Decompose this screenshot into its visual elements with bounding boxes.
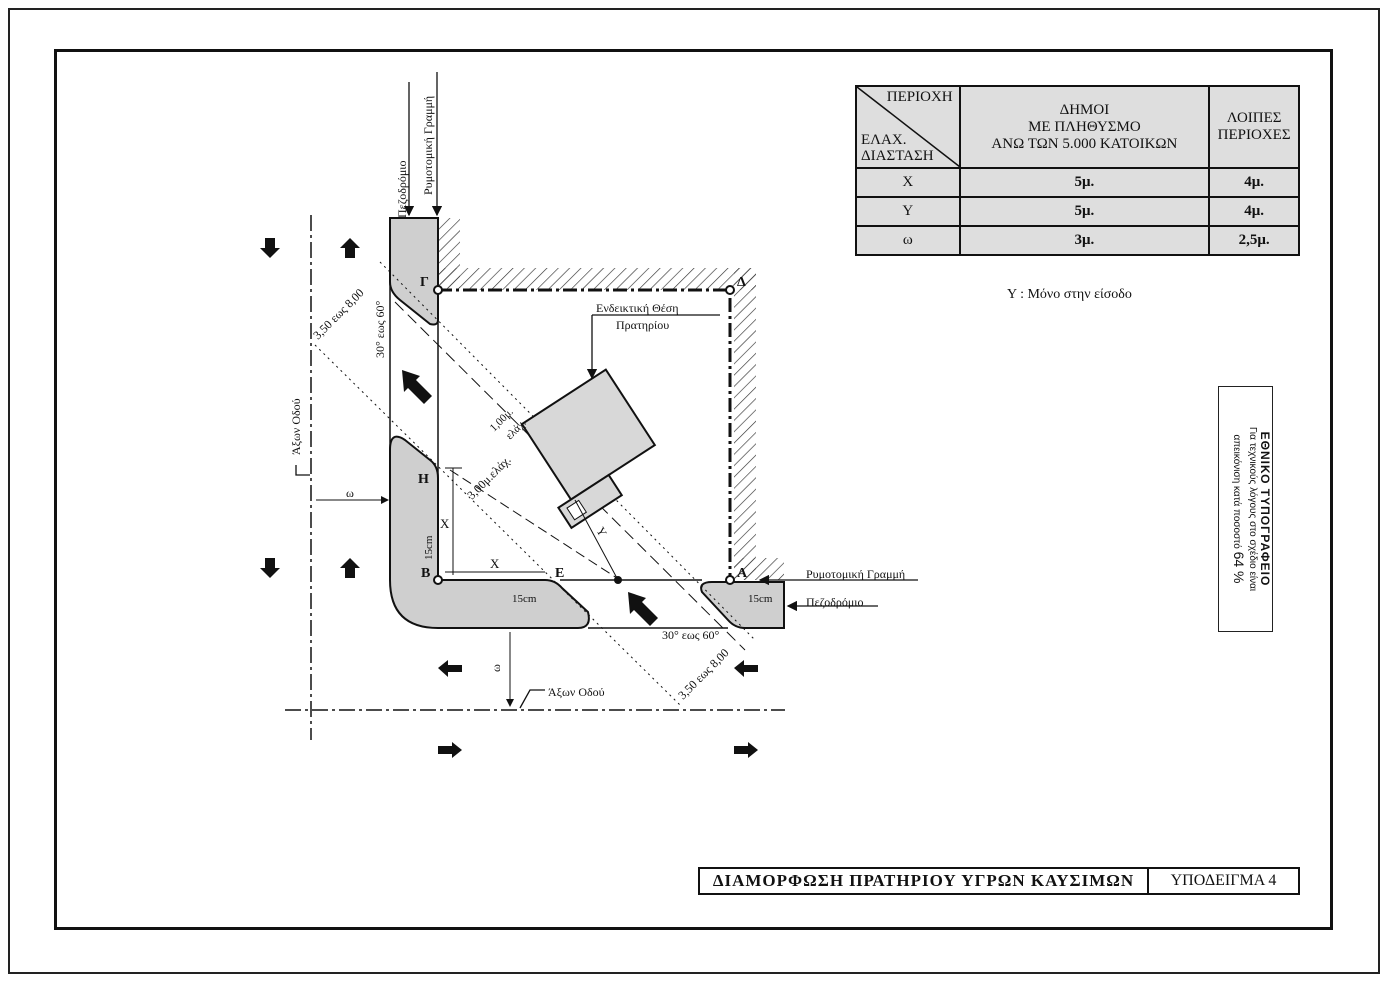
arrow-down-icon [260,238,280,258]
y-dim-line [574,499,619,581]
point-g-marker [433,285,443,295]
arrow-down-icon [260,558,280,578]
drawing-frame [54,49,1333,930]
stamp-line3-text: απεικόνιση κατά ποσοστό [1230,434,1242,549]
angle-top-label: 30° εως 60° [373,301,387,358]
row-mid-value: 5μ. [958,167,1211,198]
arrow-right-icon [438,742,462,758]
station-label-line1: Ενδεικτική Θέση [596,301,679,315]
dim-15cm-vertical: 15cm [423,535,435,560]
row-mid-value: 3μ. [958,225,1211,256]
drawing-title: ΔΙΑΜΟΡΦΩΣΗ ΠΡΑΤΗΡΙΟΥ ΥΓΡΩΝ ΚΑΥΣΙΜΩΝ [700,869,1149,893]
corner-bottom-line1: ΕΛΑΧ. [861,132,907,148]
row-label: ω [855,225,961,256]
col-right-line2: ΠΕΡΙΟΧΕΣ [1217,127,1291,143]
x-vertical-label: Χ [440,516,450,531]
omega-horizontal-label: ω [346,486,354,500]
hatch-top [438,268,756,290]
corner-bottom-label: ΕΛΑΧ. ΔΙΑΣΤΑΣΗ [861,132,934,164]
printing-stamp: ΕΘΝΙΚΟ ΤΥΠΟΓΡΑΦΕΙΟ Για τεχνικούς λόγους … [1218,386,1273,632]
col-header-right: ΛΟΙΠΕΣ ΠΕΡΙΟΧΕΣ [1208,85,1300,169]
row-mid-value: 5μ. [958,196,1211,227]
width-top-label: 3,50 εως 8,00 [310,286,366,342]
point-d-marker [725,285,735,295]
dashed-diagonal-2 [449,469,621,581]
rymotomiki-horizontal-label: Ρυμοτομική Γραμμή [806,567,905,581]
point-e-label: Ε [555,566,564,581]
col-header-mid: ΔΗΜΟΙ ΜΕ ΠΛΗΘΥΣΜΟ ΑΝΩ ΤΩΝ 5.000 ΚΑΤΟΙΚΩΝ [958,85,1211,169]
col-mid-line1: ΔΗΜΟΙ [1059,101,1110,118]
hatch-right [734,268,756,580]
axon-leader-v [295,465,310,476]
hatch-bottom-right [734,558,784,580]
table-row: Χ 5μ. 4μ. [855,167,1300,198]
dimension-table: ΠΕΡΙΟΧΗ ΕΛΑΧ. ΔΙΑΣΤΑΣΗ ΔΗΜΟΙ ΜΕ ΠΛΗΘΥΣΜΟ… [855,85,1300,256]
row-right-value: 4μ. [1208,196,1300,227]
station-building [520,368,657,530]
y-note: Υ : Μόνο στην είσοδο [1007,287,1132,302]
axon-leader-h [519,689,545,709]
dim-15cm-right: 15cm [748,593,773,605]
station-label-line2: Πρατηρίου [616,318,669,332]
point-d-label: Δ [737,275,746,290]
sheet-label: ΥΠΟΔΕΙΓΜΑ 4 [1170,872,1277,889]
axon-odou-horizontal-label: Άξων Οδού [548,685,605,699]
stamp-line2: Για τεχνικούς λόγους στο σχέδιο είναι [1246,426,1258,592]
island-right [700,581,785,629]
row-label: Χ [855,167,961,198]
arrow-diagonal-entry-icon [628,592,658,626]
omega-vertical-label: ω [489,664,503,672]
corner-top-label: ΠΕΡΙΟΧΗ [886,89,953,105]
dim-15cm-bottom: 15cm [512,593,537,605]
pezodromio-vertical-label: Πεζοδρόμιο [395,160,409,218]
col-mid-line3: ΑΝΩ ΤΩΝ 5.000 ΚΑΤΟΙΚΩΝ [991,135,1178,152]
table-row: ω 3μ. 2,5μ. [855,225,1300,256]
col-right-line1: ΛΟΙΠΕΣ [1226,110,1282,126]
angle-bottom-label: 30° εως 60° [662,628,719,642]
axon-odou-vertical-label: Άξων Οδού [289,398,303,455]
row-right-value: 2,5μ. [1208,225,1300,256]
table-row: Υ 5μ. 4μ. [855,196,1300,227]
width-bottom-label: 3,50 εως 8,00 [675,646,731,702]
dotted-diagonal-outer [314,344,681,706]
table-corner-cell: ΠΕΡΙΟΧΗ ΕΛΑΧ. ΔΙΑΣΤΑΣΗ [855,85,961,169]
arrow-left-icon [734,660,758,677]
point-a-marker [725,575,735,585]
arrow-diagonal-exit-icon [402,370,432,404]
row-label: Υ [855,196,961,227]
stamp-percent: 64 % [1230,551,1247,584]
stamp-line1: ΕΘΝΙΚΟ ΤΥΠΟΓΡΑΦΕΙΟ [1257,431,1272,587]
island-top [389,217,439,326]
y-label: Υ [593,525,610,540]
stamp-line3: απεικόνιση κατά ποσοστό 64 % [1231,388,1247,630]
arrow-left-icon [438,660,462,677]
dashed-diagonal [394,301,746,651]
arrow-right-icon [734,742,758,758]
title-block: ΔΙΑΜΟΡΦΩΣΗ ΠΡΑΤΗΡΙΟΥ ΥΓΡΩΝ ΚΑΥΣΙΜΩΝ ΥΠΟΔ… [698,867,1300,895]
arrow-up-icon [340,238,360,258]
outer-frame [8,8,1380,974]
arrow-up-icon [340,558,360,578]
point-g-label: Γ [420,275,429,290]
point-b-marker [433,575,443,585]
property-line [438,288,732,580]
point-b-label: Β [421,566,430,581]
rymotomiki-vertical-label: Ρυμοτομική Γραμμή [421,96,435,195]
pezodromio-horizontal-label: Πεζοδρόμιο [806,595,864,609]
point-h-label: Η [418,472,429,487]
x-horizontal-label: Χ [490,556,500,571]
traffic-arrows [260,238,758,758]
corner-bottom-line2: ΔΙΑΣΤΑΣΗ [861,148,934,164]
point-a-label: Α [737,566,748,581]
col-mid-line2: ΜΕ ΠΛΗΘΥΣΜΟ [1028,118,1141,135]
row-right-value: 4μ. [1208,167,1300,198]
point-mid-marker [614,576,622,584]
